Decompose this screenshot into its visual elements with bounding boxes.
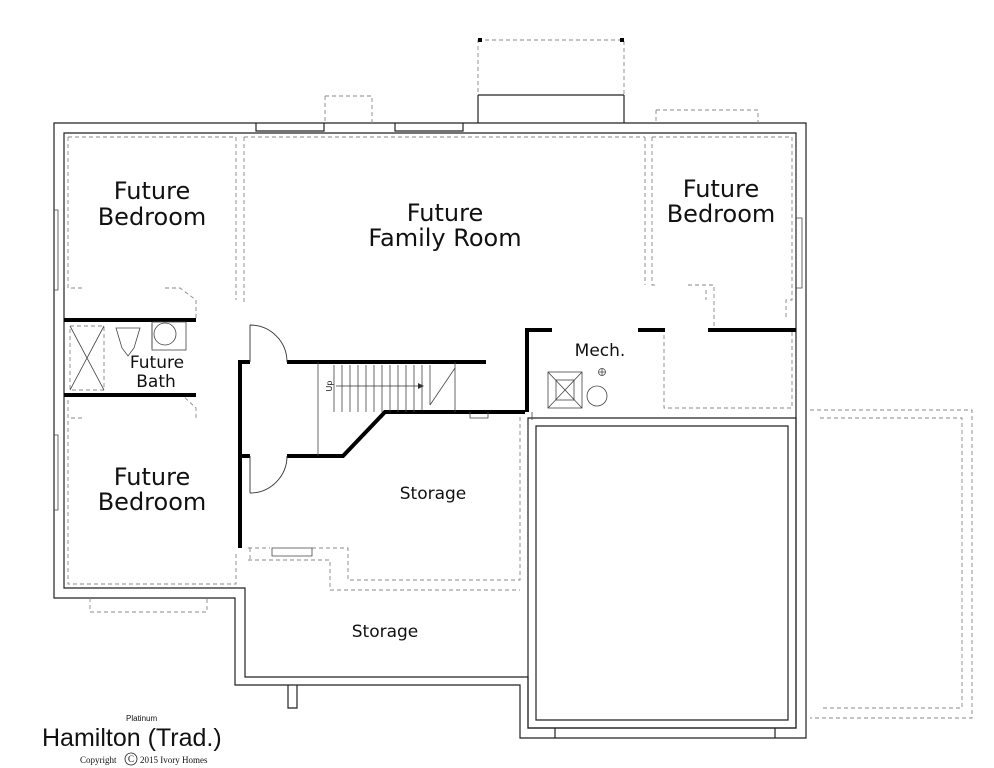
room-labels: Future Bedroom Future Family Room Future… [98, 175, 776, 642]
room-outlines [67, 136, 793, 591]
copyright-word: Copyright [80, 755, 117, 765]
mech-label: Mech. [575, 341, 626, 361]
bath-label-2: Bath [136, 372, 176, 392]
storage-center-label: Storage [400, 484, 467, 504]
window-wells [54, 209, 803, 738]
plan-name: Hamilton (Trad.) [42, 724, 222, 752]
title-block: Platinum Hamilton (Trad.) Copyright C 20… [42, 714, 222, 766]
storage-lower-label: Storage [352, 622, 419, 642]
copyright-text: 2015 Ivory Homes [140, 755, 208, 765]
family-room-label-1: Future [407, 199, 483, 227]
bath-label-1: Future [130, 353, 184, 373]
bedroom-sw-label-1: Future [114, 463, 190, 491]
bedroom-sw-label-2: Bedroom [98, 488, 207, 516]
bedroom-nw-label-1: Future [114, 177, 190, 205]
stair-up-label: Up [325, 381, 334, 392]
copyright-mark: C [128, 754, 134, 764]
bath-fixtures [69, 321, 187, 391]
garage [527, 409, 973, 729]
bedroom-nw-label-2: Bedroom [98, 203, 207, 231]
mech-equipment [547, 368, 608, 409]
top-bays [255, 38, 759, 132]
thick-walls [64, 318, 796, 548]
bedroom-ne-label-2: Bedroom [667, 200, 776, 228]
doors [249, 324, 313, 557]
family-room-label-2: Family Room [368, 224, 521, 252]
bedroom-ne-label-1: Future [683, 175, 759, 203]
copyright-circle [124, 752, 138, 766]
stairs [317, 362, 533, 456]
series-label: Platinum [126, 714, 157, 723]
